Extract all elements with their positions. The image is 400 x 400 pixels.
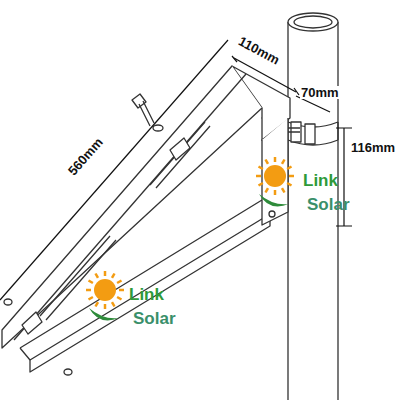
dimension-label: 560mm <box>65 135 106 179</box>
sun-ray <box>287 167 291 170</box>
support-plate <box>262 118 288 225</box>
sun-ray <box>112 302 115 306</box>
watermark: Solar <box>306 196 351 213</box>
sun-ray <box>89 281 93 284</box>
clamp-bolt <box>305 124 315 144</box>
rail-slot <box>40 236 116 320</box>
rail-slot <box>150 122 210 188</box>
dimension-line <box>0 40 228 300</box>
sun-ray <box>287 183 291 186</box>
sun-ray <box>266 160 269 164</box>
washer <box>153 125 163 131</box>
watermark: Link <box>302 172 339 189</box>
dimension-label: 70mm <box>300 86 340 99</box>
sun-ray <box>86 289 91 292</box>
rail-edge <box>14 74 246 340</box>
dimension-label: 116mm <box>350 141 396 154</box>
sun-ray <box>119 289 124 292</box>
dimension-line <box>234 58 296 92</box>
clamp-band <box>288 122 338 145</box>
sun-logo <box>256 157 294 206</box>
pole-bore <box>294 16 332 28</box>
panel-rail <box>2 66 262 348</box>
sun-ray <box>259 183 263 186</box>
sun-ray <box>282 188 285 192</box>
bolt-shank <box>139 101 154 126</box>
sun-ray <box>112 274 115 278</box>
washer <box>64 369 72 375</box>
strut <box>20 200 270 360</box>
sun-ray <box>289 175 294 178</box>
panel-clip <box>170 138 190 160</box>
bolt-head <box>132 94 146 108</box>
panel-clip <box>22 312 42 334</box>
sun-ray <box>259 167 263 170</box>
sun-ray <box>117 281 121 284</box>
sun-ray <box>282 160 285 164</box>
sun-ray <box>117 297 121 300</box>
dimension-tick <box>232 56 299 95</box>
sun-ray <box>266 188 269 192</box>
sun-ray <box>89 297 93 300</box>
plate-hole <box>269 211 275 217</box>
watermark: Link <box>128 286 165 303</box>
sun-ray <box>96 274 99 278</box>
sun-logo <box>86 271 124 320</box>
watermark: Solar <box>132 310 177 327</box>
sun-ray <box>274 190 277 195</box>
strut-flange <box>30 214 270 372</box>
sun-ray <box>96 302 99 306</box>
sun-ray <box>104 304 107 309</box>
washer <box>4 299 12 305</box>
sun-ray <box>256 175 261 178</box>
sun-ray <box>104 271 107 276</box>
sun-ray <box>274 157 277 162</box>
pole-top <box>288 13 338 31</box>
